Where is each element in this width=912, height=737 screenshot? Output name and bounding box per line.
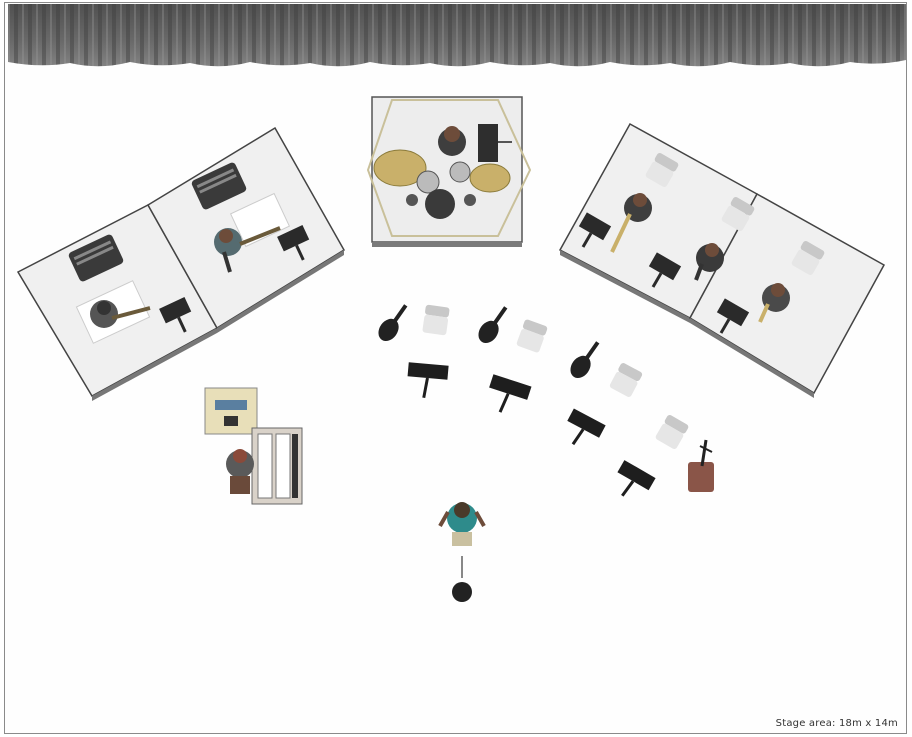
chair — [609, 362, 643, 398]
conductor — [440, 502, 484, 602]
music-stand — [406, 362, 449, 399]
chair — [422, 304, 450, 335]
stage-area-label: Stage area: 18m x 14m — [776, 718, 898, 729]
string-instrument — [374, 300, 413, 345]
string-instrument — [474, 302, 513, 347]
small-amplifier — [688, 440, 714, 492]
music-stand — [483, 374, 532, 419]
keyboard-amp — [205, 388, 257, 434]
string-instrument — [566, 337, 605, 382]
music-stand — [559, 408, 606, 453]
chair — [516, 319, 548, 354]
curtain — [8, 4, 906, 66]
keyboard-player — [226, 428, 302, 504]
chair — [655, 414, 690, 450]
music-stand — [608, 460, 655, 506]
